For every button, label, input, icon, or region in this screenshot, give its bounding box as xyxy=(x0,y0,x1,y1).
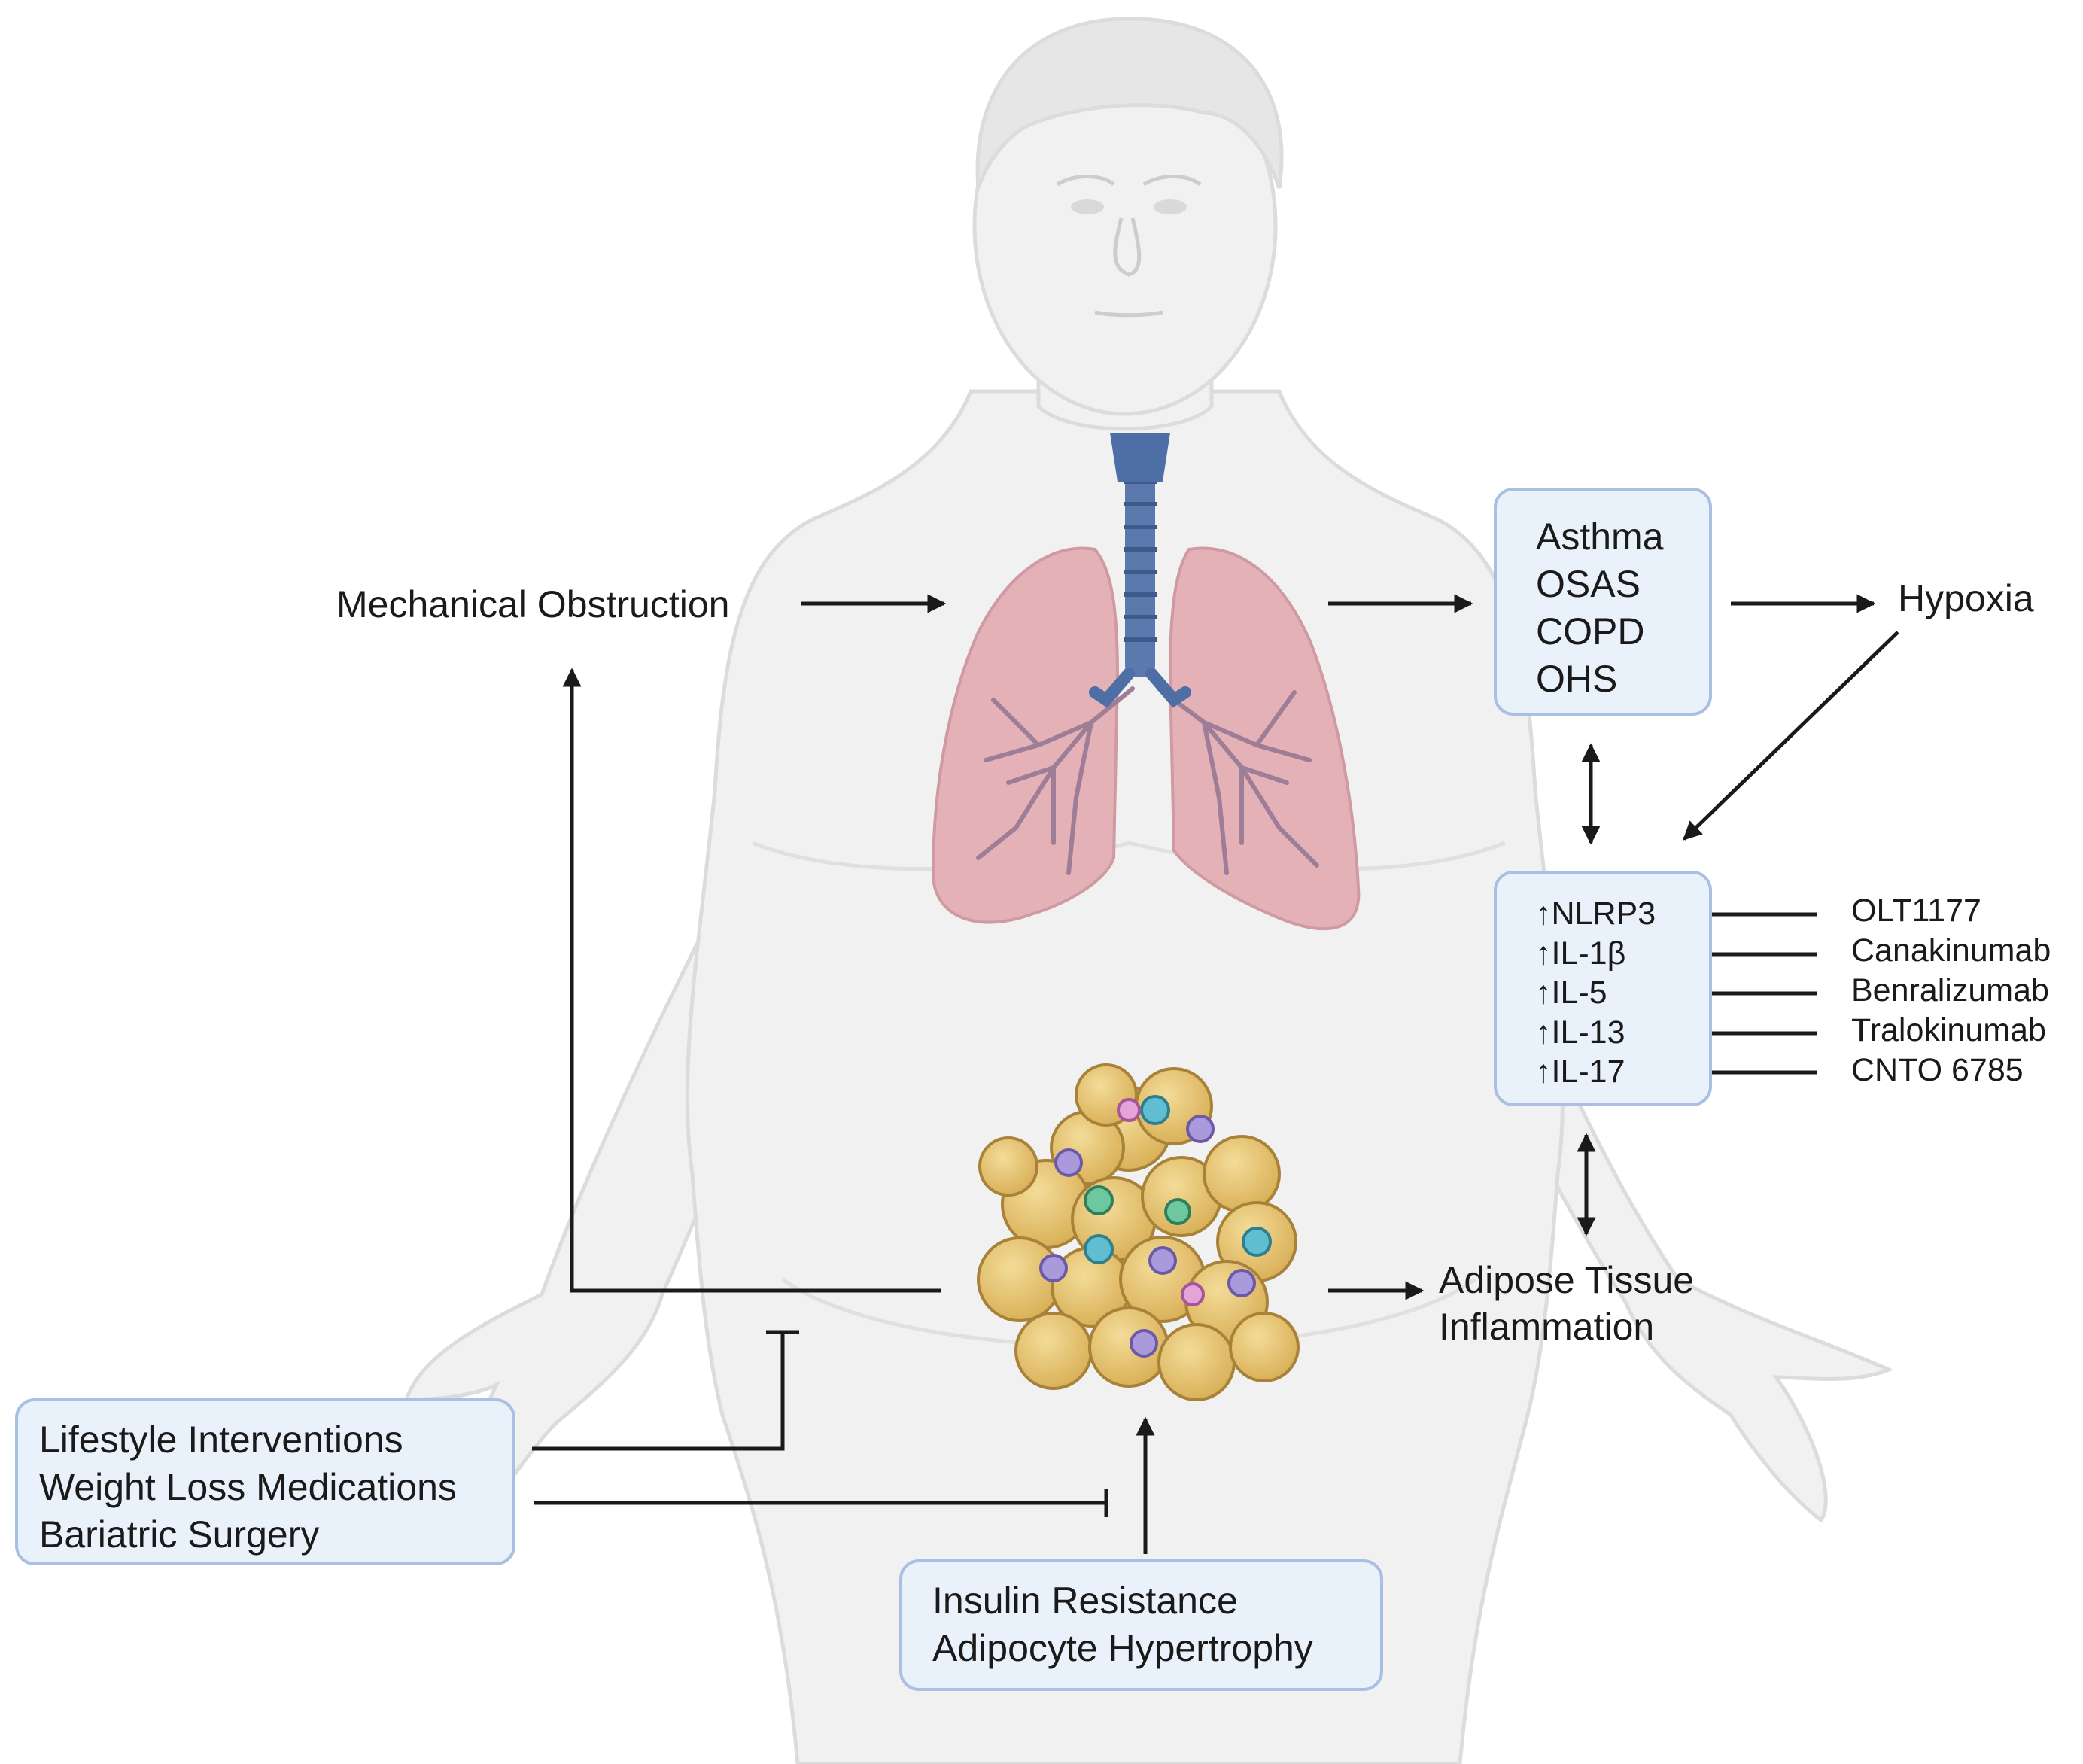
up-arrow-icon: ↑ xyxy=(1535,975,1552,1011)
mechanical-obstruction-label: Mechanical Obstruction xyxy=(336,583,730,625)
interventions-box: Lifestyle Interventions Weight Loss Medi… xyxy=(15,1398,515,1565)
driver-adipocyte-hypertrophy: Adipocyte Hypertrophy xyxy=(932,1627,1313,1669)
up-arrow-icon: ↑ xyxy=(1535,1014,1552,1051)
cytokine-nlrp3: ↑NLRP3 xyxy=(1535,896,1656,932)
nose-icon xyxy=(1113,217,1142,277)
face xyxy=(1056,175,1202,318)
belly-fold xyxy=(752,841,1506,871)
mouth-icon xyxy=(1094,310,1163,318)
right-lung xyxy=(1168,546,1361,931)
cytokine-il-5: ↑IL-5 xyxy=(1535,975,1607,1011)
right-eye-icon xyxy=(1154,199,1187,214)
left-eyebrow-icon xyxy=(1056,175,1115,187)
bronchial-tree xyxy=(976,686,1319,875)
inhibitor-olt1177: OLT1177 xyxy=(1851,893,1981,929)
cytokine-il-17: ↑IL-17 xyxy=(1535,1054,1625,1090)
inhibitor-tralokinumab: Tralokinumab xyxy=(1851,1012,2046,1048)
hypoxia-label: Hypoxia xyxy=(1898,577,2034,619)
condition-osas: OSAS xyxy=(1536,563,1641,605)
inhibitor-cnto-6785: CNTO 6785 xyxy=(1851,1052,2024,1088)
inhibit-lifestyle-path xyxy=(532,1332,785,1451)
respiratory-conditions-box: Asthma OSAS COPD OHS xyxy=(1494,488,1712,716)
lungs-illustration xyxy=(931,433,1361,931)
intervention-medications: Weight Loss Medications xyxy=(39,1466,457,1508)
hair xyxy=(975,17,1284,189)
right-eyebrow-icon xyxy=(1142,175,1202,187)
larynx xyxy=(1110,433,1170,482)
cytokine-il-1b: ↑IL-1β xyxy=(1535,935,1626,972)
up-arrow-icon: ↑ xyxy=(1535,1054,1552,1090)
up-arrow-icon: ↑ xyxy=(1535,896,1552,932)
arrow-hypoxia-to-cytokines xyxy=(1683,631,1899,841)
up-arrow-icon: ↑ xyxy=(1535,935,1552,972)
arrow-adipose-to-mechanical xyxy=(562,668,941,1293)
drivers-box: Insulin Resistance Adipocyte Hypertrophy xyxy=(899,1559,1383,1691)
driver-insulin-resistance: Insulin Resistance xyxy=(932,1580,1238,1622)
inhibitor-canakinumab: Canakinumab xyxy=(1851,932,2051,969)
intervention-lifestyle: Lifestyle Interventions xyxy=(39,1419,403,1461)
cytokine-il-13: ↑IL-13 xyxy=(1535,1014,1625,1051)
left-eye-icon xyxy=(1071,199,1104,214)
condition-asthma: Asthma xyxy=(1536,516,1664,558)
immune-cells xyxy=(1039,1095,1272,1358)
trachea xyxy=(1125,452,1155,677)
inhibitor-benralizumab: Benralizumab xyxy=(1851,972,2049,1008)
condition-ohs: OHS xyxy=(1536,658,1618,700)
adipose-inflammation-label: Adipose Tissue Inflammation xyxy=(1439,1259,1695,1348)
right-arm xyxy=(1443,789,1894,1523)
condition-copd: COPD xyxy=(1536,610,1645,652)
intervention-surgery: Bariatric Surgery xyxy=(39,1513,320,1556)
bronchi xyxy=(1089,668,1191,708)
cytokines-box xyxy=(1494,871,1712,1106)
